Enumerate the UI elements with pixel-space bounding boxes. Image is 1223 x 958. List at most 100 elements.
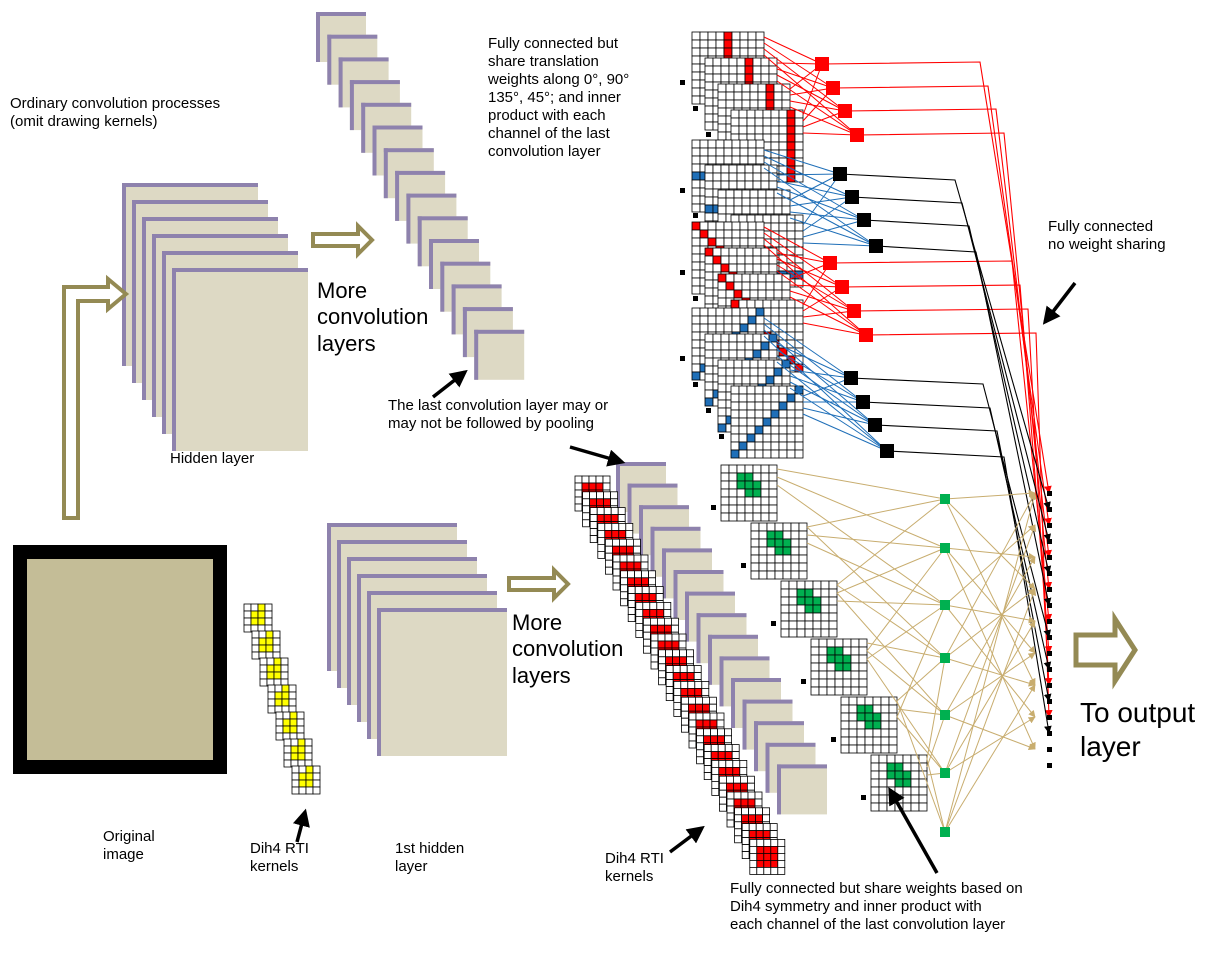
dih4-kernel-mid-cell — [726, 782, 734, 791]
dih4-kernel-left-cell — [259, 657, 268, 666]
translation-kernel-grid-cell — [747, 221, 757, 231]
dih4-kernel-mid-cell — [770, 860, 779, 868]
translation-kernel-grid-cell — [691, 195, 701, 205]
dih4-output-arrow — [944, 547, 1036, 654]
dih4-kernel-mid-cell — [717, 728, 725, 737]
dih4-kernel-mid-cell — [749, 846, 758, 854]
dih4-kernel-mid-cell — [673, 702, 682, 710]
translation-kernel-grid-cell — [723, 47, 733, 57]
dih4-weight-grid-cell — [798, 530, 808, 540]
translation-kernel-grid-cell — [746, 299, 756, 309]
translation-kernel-grid-cell — [770, 385, 780, 395]
more-conv-top-stack-layer-left-edge — [462, 307, 467, 358]
dih4-kernel-mid-cell — [589, 507, 598, 516]
translation-connection — [763, 238, 855, 312]
dih4-kernel-mid-cell — [710, 751, 719, 759]
translation-kernel-grid-cell — [754, 401, 764, 411]
translation-kernel-grid-cell — [699, 47, 709, 57]
translation-kernel-grid-cell — [731, 315, 741, 325]
dih4-kernel-mid-cell — [688, 696, 696, 705]
translation-kernel-grid-cell — [739, 323, 749, 333]
hidden-stack-layer-left-edge — [172, 268, 176, 451]
dih4-kernel-mid-cell — [672, 649, 680, 658]
output-neuron — [1047, 507, 1052, 512]
dih4-output-arrow — [944, 498, 1036, 590]
dih4-kernel-mid-cell — [688, 740, 697, 749]
dih4-kernel-mid-cell — [688, 719, 697, 728]
more-conv-top-stack-layer-left-edge — [338, 57, 343, 108]
translation-kernel-grid-cell — [747, 323, 757, 333]
dih4-kernel-left-cell — [298, 772, 307, 781]
dih4-kernel-mid-cell — [612, 568, 621, 577]
translation-kernel-grid-cell — [786, 133, 796, 143]
dih4-kernel-mid-cell — [762, 814, 770, 823]
dih4-kernel-mid-cell — [756, 867, 765, 875]
dih4-kernel-mid-cell — [703, 744, 712, 752]
translation-kernel-grid-cell — [794, 315, 804, 325]
dih4-kernel-mid-cell — [626, 561, 635, 570]
dih4-weight-grid-cell — [864, 712, 874, 722]
dih4-weight-grid-cell — [894, 786, 904, 796]
translation-kernel-grid-cell — [712, 333, 722, 343]
translation-kernel-grid-cell — [717, 189, 727, 199]
translation-kernel-grid-cell — [725, 359, 735, 369]
translation-kernel-grid-cell — [720, 349, 730, 359]
first-hidden-stack-layer-top-edge — [337, 540, 467, 544]
dih4-kernel-mid-cell — [658, 670, 666, 679]
translation-kernel-grid-cell — [704, 196, 714, 206]
dih4-kernel-mid-cell — [635, 616, 644, 624]
dih4-kernel-mid-cell — [617, 507, 626, 516]
dih4-weight-grid-cell — [790, 570, 800, 580]
translation-kernel-grid-cell — [736, 57, 746, 67]
dih4-kernel-mid-cell — [589, 514, 598, 522]
connection-lines — [763, 36, 1053, 833]
dih4-weight-grid-cell — [760, 488, 770, 498]
first-hidden-stack-layer-left-edge — [347, 557, 351, 705]
translation-kernel-grid-cell — [728, 255, 738, 265]
dih4-kernel-left-cell — [250, 617, 259, 626]
dih4-weight-grid-cell — [826, 686, 836, 696]
first-hidden-stack-layer-top-edge — [357, 574, 487, 578]
dih4-weight-grid-cell — [804, 580, 814, 590]
translation-kernel-grid-cell — [717, 205, 727, 215]
dih4-kernel-mid-cell — [694, 681, 703, 689]
dih4-connection — [896, 657, 946, 702]
dih4-weight-grid-cell — [872, 712, 882, 722]
translation-kernel-grid-cell — [691, 347, 701, 357]
translation-kernel-grid-cell — [733, 281, 743, 291]
translation-kernel-grid-cell — [765, 99, 775, 109]
dih4-weight-grid-cell — [886, 754, 896, 764]
translation-kernel-grid-cell — [741, 91, 751, 101]
output-neuron — [1047, 619, 1052, 624]
more-conv-top-stack-layer-top-edge — [372, 125, 423, 130]
dih4-weight-grid-cell — [828, 628, 838, 638]
translation-kernel-grid-cell — [733, 359, 743, 369]
weight-bias-dot — [741, 563, 746, 568]
translation-connection — [763, 167, 877, 247]
translation-kernel-grid-cell — [691, 331, 701, 341]
translation-connection — [776, 264, 855, 312]
translation-kernel-grid-cell — [712, 255, 722, 265]
dih4-kernel-mid-cell — [633, 538, 641, 547]
last-conv-stack-layer-top-edge — [616, 462, 666, 466]
dih4-kernel-left-cell — [305, 779, 314, 788]
dih4-weight-grid-cell — [810, 678, 820, 688]
dih4-kernel-mid-cell — [672, 665, 681, 673]
translation-kernel-grid-cell — [786, 315, 796, 325]
dih4-weight-grid-cell — [850, 678, 860, 688]
fully-connected-arrow — [839, 173, 1051, 510]
dih4-weight-grid-cell — [834, 654, 844, 664]
output-neuron — [1047, 523, 1052, 528]
dih4-kernel-mid-cell — [770, 846, 779, 854]
translation-kernel-grid-cell — [707, 307, 717, 317]
dih4-kernel-mid-cell — [681, 696, 689, 705]
red-neuron — [815, 57, 829, 71]
translation-connection — [776, 349, 864, 403]
dih4-kernel-mid-cell — [596, 498, 604, 507]
dih4-kernel-mid-cell — [603, 491, 611, 500]
translation-kernel-grid-cell — [786, 393, 796, 403]
translation-kernel-grid-cell — [691, 95, 701, 105]
translation-kernel-grid-cell — [778, 125, 788, 135]
dih4-output-arrow — [944, 556, 1036, 716]
translation-kernel-grid-cell — [757, 197, 767, 207]
